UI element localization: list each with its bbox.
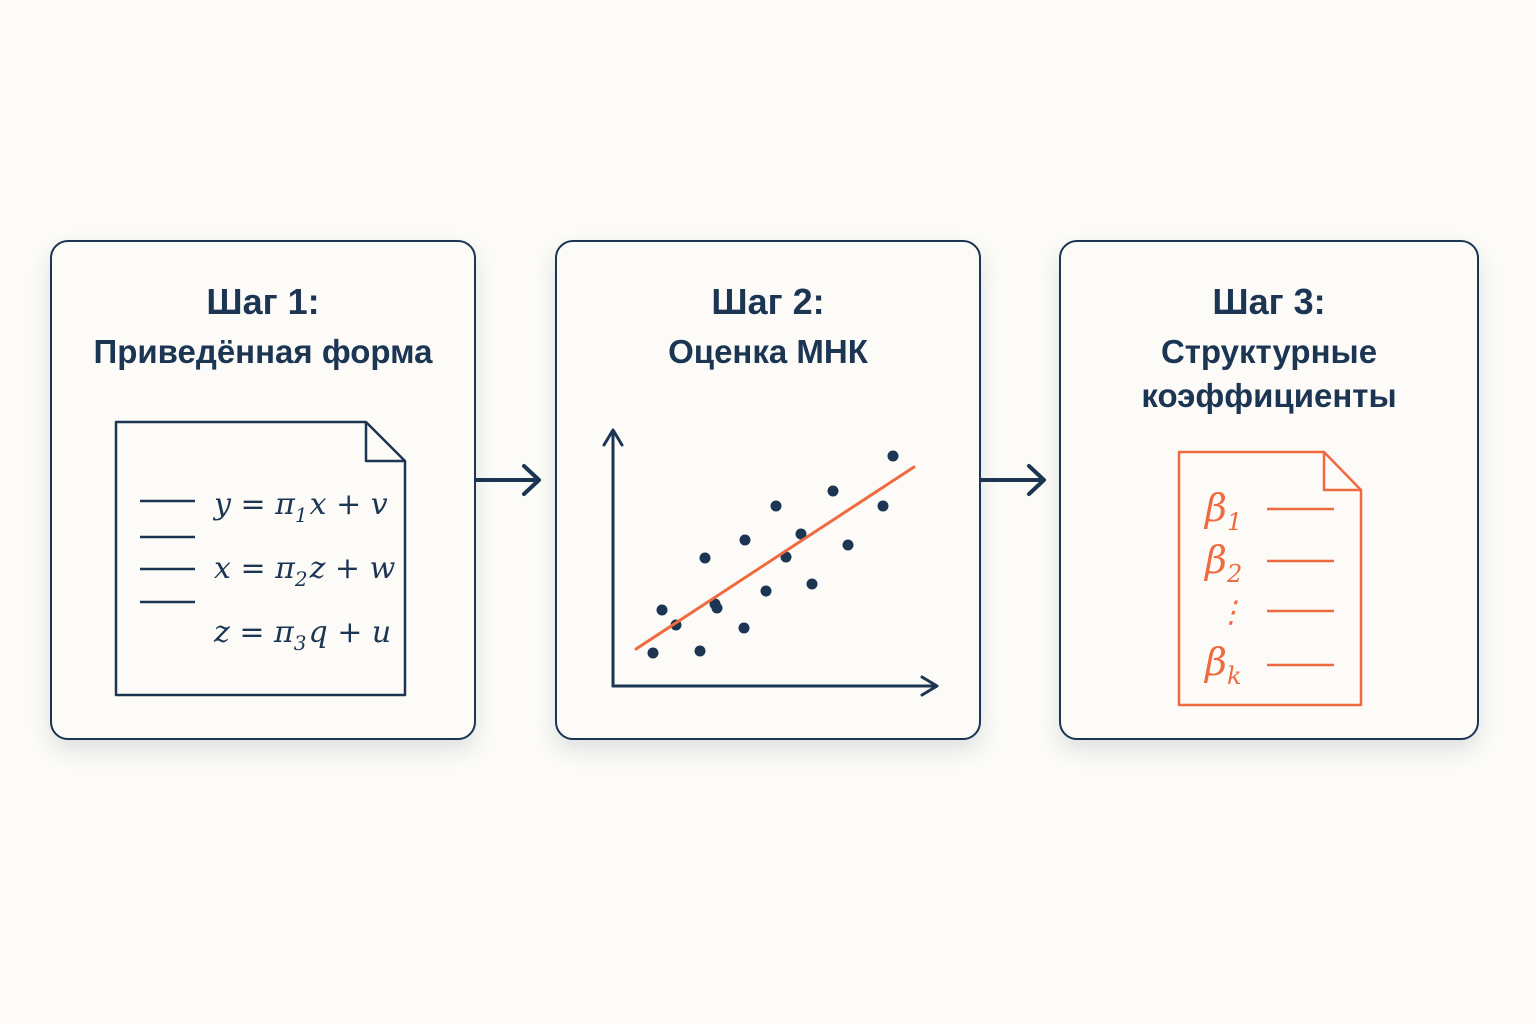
scatter-point [738,622,750,634]
step-3-name: Структурные коэффициенты [1141,333,1397,414]
scatter-point [647,647,659,659]
scatter-point [699,552,711,564]
coefficient-beta-1: β1 [1203,486,1242,536]
equation-row: z = π3q + u [213,615,391,655]
scatter-point [770,500,782,512]
arrow-right-icon [981,464,1046,496]
scatter-point [656,604,668,616]
equation-row: x = π2z + w [214,551,396,591]
step-2-name: Оценка МНК [668,333,868,370]
arrow-right-icon [476,464,541,496]
scatter-point [877,500,889,512]
step-3-label: Шаг 3: [1212,281,1326,322]
step-1-name: Приведённая форма [93,333,433,370]
document-lines [140,499,195,604]
coefficient-lines [1267,507,1334,667]
scatter-point [887,450,899,462]
coefficients-document: β1 β2 ⋮ βk [1177,450,1363,707]
scatter-point [739,534,751,546]
step-1-label: Шаг 1: [206,281,320,322]
scatter-point [795,528,807,540]
coefficient-beta-2: β2 [1203,538,1242,588]
scatter-point [694,645,706,657]
document-icon [114,420,407,697]
scatter-point [827,485,839,497]
scatter-point [711,602,723,614]
coefficient-beta-k: βk [1203,640,1242,690]
step-1-card: Шаг 1: Приведённая форма y = π1x + v x =… [50,240,476,740]
scatter-point [806,578,818,590]
coefficient-ellipsis: ⋮ [1216,595,1246,630]
step-2-card: Шаг 2: Оценка МНК [555,240,981,740]
regression-line [634,465,916,651]
reduced-form-document: y = π1x + v x = π2z + w z = π3q + u [114,420,407,697]
scatter-points [647,450,899,659]
step-2-label: Шаг 2: [711,281,825,322]
scatter-point [760,585,772,597]
step-3-card: Шаг 3: Структурные коэффициенты β1 β2 ⋮ … [1059,240,1479,740]
scatter-plot-icon [602,428,939,697]
plot-axes [602,428,939,697]
scatter-point [842,539,854,551]
document-icon [1177,450,1363,707]
equation-row: y = π1x + v [212,487,388,527]
